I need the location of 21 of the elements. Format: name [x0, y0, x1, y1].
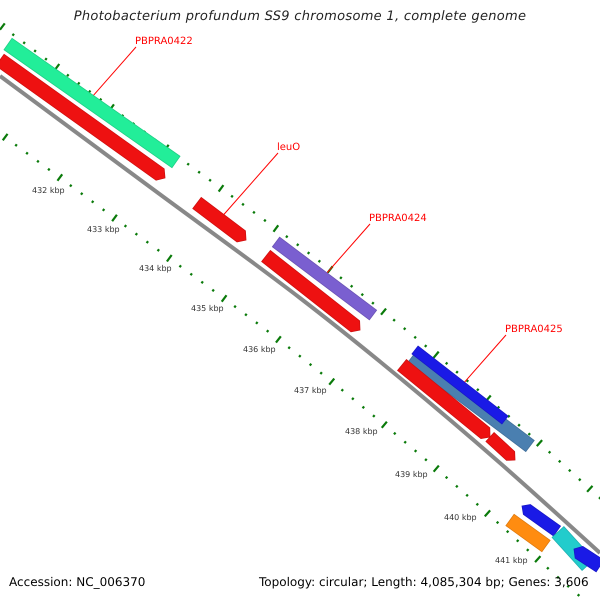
leader-line	[326, 224, 370, 274]
leader-line	[92, 46, 136, 96]
gene-feature	[272, 236, 378, 320]
scale-label: 437 kbp	[294, 386, 327, 395]
gene-label: leuO	[277, 142, 300, 153]
scale-label: 433 kbp	[87, 225, 120, 234]
leader-line	[223, 152, 278, 216]
leader-line	[464, 334, 506, 383]
title: Photobacterium profundum SS9 chromosome 1, complete genome	[72, 9, 528, 24]
scale-label: 439 kbp	[395, 470, 428, 479]
footer-text: Topology: circular; Length: 4,085,304 bp; Genes: 3,606	[259, 575, 589, 589]
scale-label: 435 kbp	[191, 304, 224, 313]
gene-label: PBPRA0425	[505, 324, 563, 335]
scale-label: 438 kbp	[345, 427, 378, 436]
gene-feature	[192, 196, 246, 242]
scale-label: 440 kbp	[444, 513, 477, 522]
gene-label: PBPRA0424	[369, 213, 427, 224]
scale-label: 441 kbp	[495, 556, 528, 565]
gene-label: PBPRA0422	[135, 36, 193, 47]
gene-feature	[411, 346, 509, 424]
footer-text: Accession: NC_006370	[9, 575, 146, 589]
